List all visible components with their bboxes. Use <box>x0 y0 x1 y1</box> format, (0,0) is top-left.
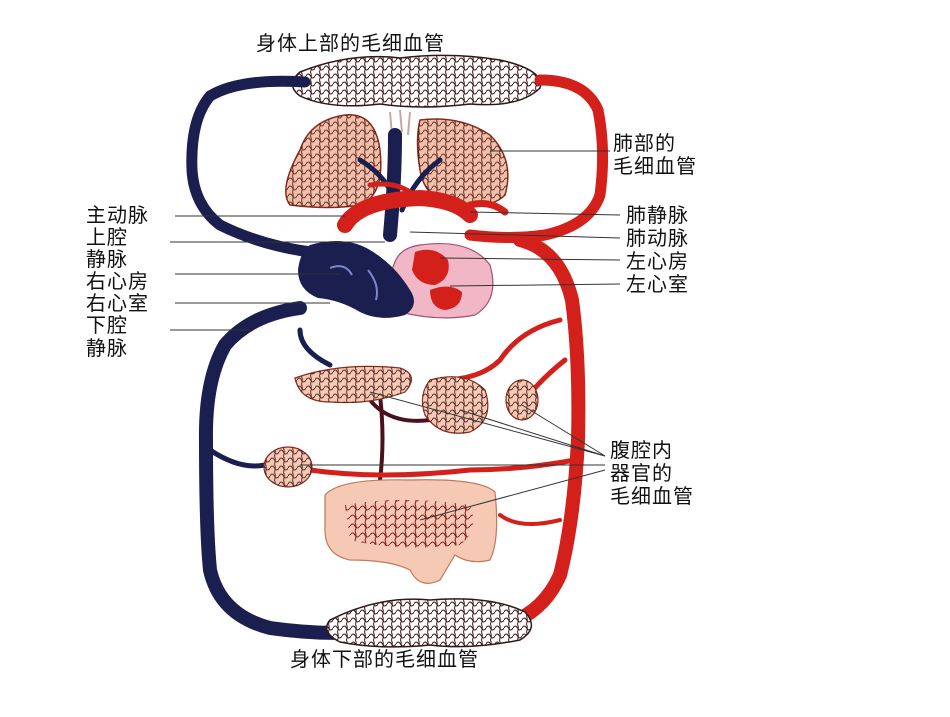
abdominal-capillaries-label-line3: 毛细血管 <box>610 484 694 508</box>
abdominal-organs <box>263 365 539 584</box>
leader-lines <box>170 150 621 521</box>
inferior-vena-cava-label-line2: 静脉 <box>86 336 128 360</box>
lower-body-capillaries-label: 身体下部的毛细血管 <box>290 647 479 671</box>
upper-body-capillaries-label: 身体上部的毛细血管 <box>256 31 445 55</box>
pulmonary-vessels <box>337 128 509 242</box>
inferior-vena-cava-label-line1: 下腔 <box>86 313 128 337</box>
lung-capillaries-label-line2: 毛细血管 <box>613 154 697 178</box>
pulmonary-vein-label: 肺静脉 <box>626 203 689 227</box>
abdominal-capillaries-label-line1: 腹腔内 <box>610 438 673 462</box>
lungs <box>285 109 509 209</box>
superior-vena-cava-label-line1: 上腔 <box>86 225 128 249</box>
upper-body-capillary-bed <box>291 54 542 108</box>
superior-vena-cava-label-line2: 静脉 <box>86 247 128 271</box>
right-ventricle-label: 右心室 <box>86 291 149 315</box>
pulmonary-artery-label: 肺动脉 <box>626 226 689 250</box>
lung-capillaries-label-line1: 肺部的 <box>613 131 676 155</box>
lower-body-capillary-bed <box>325 598 533 648</box>
abdominal-capillaries-label-line2: 器官的 <box>610 461 673 485</box>
aorta-label: 主动脉 <box>86 203 149 227</box>
left-ventricle-label: 左心室 <box>626 272 689 296</box>
left-atrium-label: 左心房 <box>626 249 689 273</box>
right-atrium-label: 右心房 <box>86 269 149 293</box>
heart <box>298 241 494 319</box>
